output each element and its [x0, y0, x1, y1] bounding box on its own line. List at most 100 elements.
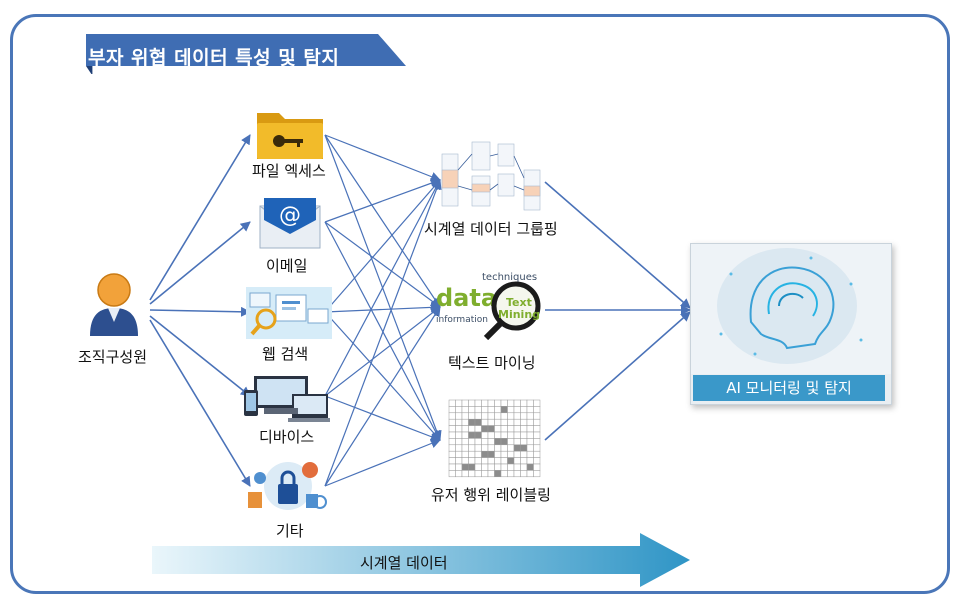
- grid-cell: [487, 399, 495, 407]
- grid-cell: [500, 444, 508, 452]
- grid-cell: [513, 412, 521, 420]
- grid-cell: [461, 463, 469, 471]
- grid-cell: [494, 444, 502, 452]
- grid-cell: [468, 406, 476, 414]
- grid-cell: [468, 444, 476, 452]
- grid-cell: [520, 399, 528, 407]
- word-mining: Mining: [498, 308, 540, 321]
- grid-cell: [494, 399, 502, 407]
- grid-cell: [487, 470, 495, 478]
- grid-cell: [461, 444, 469, 452]
- grid-cell: [481, 463, 489, 471]
- grid-cell: [494, 431, 502, 439]
- grid-cell: [533, 431, 541, 439]
- grid-cell: [474, 431, 482, 439]
- source-label: 조직구성원: [78, 348, 148, 366]
- grid-cell: [520, 470, 528, 478]
- grid-cell: [468, 470, 476, 478]
- grid-cell: [474, 412, 482, 420]
- grid-cell: [500, 412, 508, 420]
- devices-icon: [244, 376, 330, 422]
- grid-cell: [526, 457, 534, 465]
- grid-cell: [520, 463, 528, 471]
- grid-cell: [500, 463, 508, 471]
- grid-cell: [487, 444, 495, 452]
- grid-cell: [520, 457, 528, 465]
- grid-cell: [500, 425, 508, 433]
- output-label: AI 모니터링 및 탐지: [693, 375, 885, 401]
- grid-cell: [474, 463, 482, 471]
- grid-labeling-icon: [447, 398, 541, 478]
- grid-cell: [474, 418, 482, 426]
- timeline-label: 시계열 데이터: [360, 554, 448, 572]
- grid-cell: [533, 412, 541, 420]
- grid-cell: [455, 444, 463, 452]
- grid-cell: [481, 399, 489, 407]
- source-label-other: 기타: [276, 522, 304, 540]
- grid-cell: [513, 431, 521, 439]
- grid-cell: [507, 406, 515, 414]
- grid-cell: [526, 470, 534, 478]
- grid-cell: [494, 463, 502, 471]
- grid-cell: [455, 406, 463, 414]
- grid-cell: [520, 418, 528, 426]
- grid-cell: [533, 418, 541, 426]
- timeline-arrow: [152, 533, 690, 587]
- grid-cell: [494, 406, 502, 414]
- grid-cell: [455, 470, 463, 478]
- grid-cell: [507, 444, 515, 452]
- grid-cell: [455, 438, 463, 446]
- grid-cell: [455, 431, 463, 439]
- grid-cell: [507, 412, 515, 420]
- grid-cell: [533, 406, 541, 414]
- grid-cell: [507, 418, 515, 426]
- grid-cell: [461, 457, 469, 465]
- grid-cell: [461, 399, 469, 407]
- grid-cell: [533, 470, 541, 478]
- grid-cell: [507, 438, 515, 446]
- grid-cell: [481, 444, 489, 452]
- grid-cell: [494, 412, 502, 420]
- grid-cell: [474, 406, 482, 414]
- grid-cell: [455, 412, 463, 420]
- grid-cell: [474, 444, 482, 452]
- grid-cell: [487, 431, 495, 439]
- word-data: data: [436, 284, 497, 312]
- grid-cell: [526, 418, 534, 426]
- grid-cell: [448, 418, 456, 426]
- grid-cell: [448, 399, 456, 407]
- grid-cell: [481, 406, 489, 414]
- grid-cell: [494, 438, 502, 446]
- grid-cell: [520, 406, 528, 414]
- grid-cell: [448, 412, 456, 420]
- grid-cell: [520, 431, 528, 439]
- grid-cell: [468, 450, 476, 458]
- grid-cell: [500, 470, 508, 478]
- grid-cell: [448, 463, 456, 471]
- grid-cell: [487, 450, 495, 458]
- grid-cell: [513, 444, 521, 452]
- grid-cell: [448, 425, 456, 433]
- grid-cell: [468, 399, 476, 407]
- grid-cell: [526, 412, 534, 420]
- folder-key-icon: [255, 105, 325, 161]
- source-label-web: 웹 검색: [262, 345, 309, 363]
- grid-cell: [500, 450, 508, 458]
- grid-cell: [526, 431, 534, 439]
- grid-cell: [526, 450, 534, 458]
- grid-cell: [494, 457, 502, 465]
- grid-cell: [494, 425, 502, 433]
- grid-cell: [481, 450, 489, 458]
- grid-cell: [481, 470, 489, 478]
- grid-cell: [461, 406, 469, 414]
- source-label-file: 파일 엑세스: [252, 162, 326, 180]
- grid-cell: [487, 412, 495, 420]
- grid-cell: [461, 425, 469, 433]
- grid-cell: [526, 438, 534, 446]
- grid-cell: [507, 431, 515, 439]
- grid-cell: [526, 463, 534, 471]
- grid-cell: [468, 431, 476, 439]
- grid-cell: [500, 438, 508, 446]
- grid-cell: [500, 399, 508, 407]
